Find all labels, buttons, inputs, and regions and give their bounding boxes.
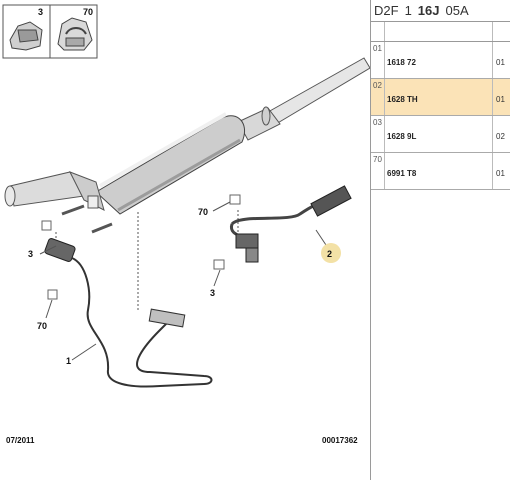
part-index: 02 [373, 81, 382, 90]
part-reference[interactable]: 1628 9L [387, 132, 417, 141]
part-quantity: 02 [496, 132, 505, 141]
callout-2: 2 [327, 249, 332, 259]
footer-ref: 00017362 [322, 436, 358, 445]
header-mid2: 16J [417, 3, 440, 18]
part-quantity: 01 [496, 95, 505, 104]
part-index: 01 [373, 44, 382, 53]
parts-diagram: 3 70 [2, 4, 370, 445]
part-reference[interactable]: 1628 TH [387, 95, 418, 104]
sensor-cable-2-drawing[interactable] [229, 185, 352, 263]
thumbnail-qty-clamp: 70 [83, 7, 93, 17]
tag-icon [47, 289, 58, 300]
callout-badge-2[interactable] [321, 243, 341, 263]
sensor-cable-1-drawing[interactable] [44, 238, 213, 388]
part-row[interactable]: 03 1628 9L 02 [371, 116, 510, 153]
callout-70-top: 70 [198, 207, 208, 217]
callout-1: 1 [66, 356, 71, 366]
part-quantity: 01 [496, 169, 505, 178]
panel-divider [370, 0, 371, 480]
callout-3-left: 3 [28, 249, 33, 259]
tag-icon [41, 220, 52, 231]
clamp-icon[interactable] [57, 17, 93, 51]
panel-header: D2F 1 16J 05A [371, 0, 510, 22]
part-row[interactable]: 70 6991 T8 01 [371, 153, 510, 190]
part-row[interactable]: 01 1618 72 01 [371, 42, 510, 79]
thumbnail-qty-clip: 3 [38, 7, 43, 17]
clip-icon[interactable] [9, 21, 43, 51]
header-suffix: 05A [445, 3, 469, 18]
part-index: 70 [373, 155, 382, 164]
callout-70-left: 70 [37, 321, 47, 331]
header-prefix: D2F [374, 3, 399, 18]
table-header [371, 22, 510, 42]
callout-3-right: 3 [210, 288, 215, 298]
diagram-svg: 3 70 [2, 4, 370, 445]
header-mid1: 1 [404, 3, 412, 18]
tag-icon [229, 194, 241, 205]
part-row-selected[interactable]: 02 1628 TH 01 [371, 79, 510, 116]
part-reference[interactable]: 6991 T8 [387, 169, 417, 178]
parts-list-panel: D2F 1 16J 05A 01 1618 72 01 02 1628 TH 01 0… [371, 0, 510, 480]
part-index: 03 [373, 118, 382, 127]
tag-icon [213, 259, 225, 270]
footer-date: 07/2011 [6, 436, 35, 445]
part-reference[interactable]: 1618 72 [387, 58, 416, 67]
part-quantity: 01 [496, 58, 505, 67]
exhaust-assembly-drawing [4, 57, 370, 234]
